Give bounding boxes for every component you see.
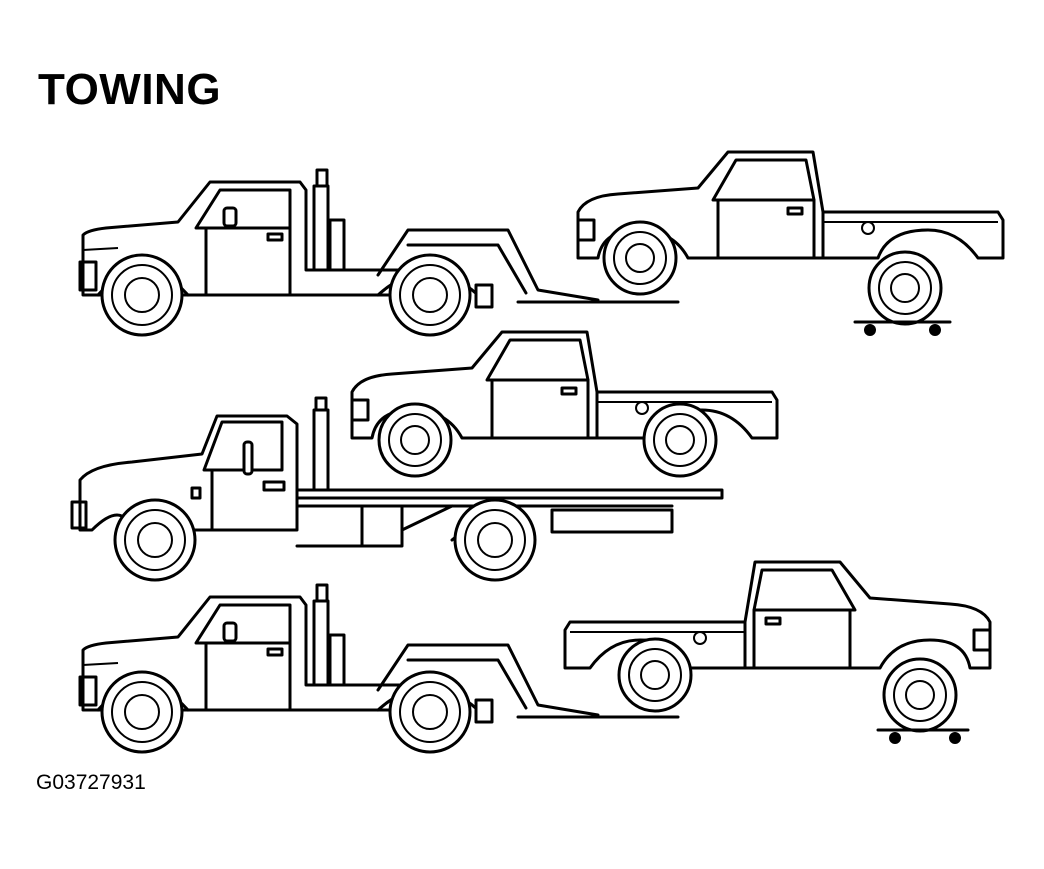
flatbed-carrier-illustration (70, 330, 779, 582)
page-title: TOWING (38, 65, 222, 114)
wheel-lift-tow-rear-illustration (78, 560, 992, 754)
wheel-lift-tow-front-illustration (78, 150, 1005, 337)
figure-id: G03727931 (36, 771, 146, 794)
